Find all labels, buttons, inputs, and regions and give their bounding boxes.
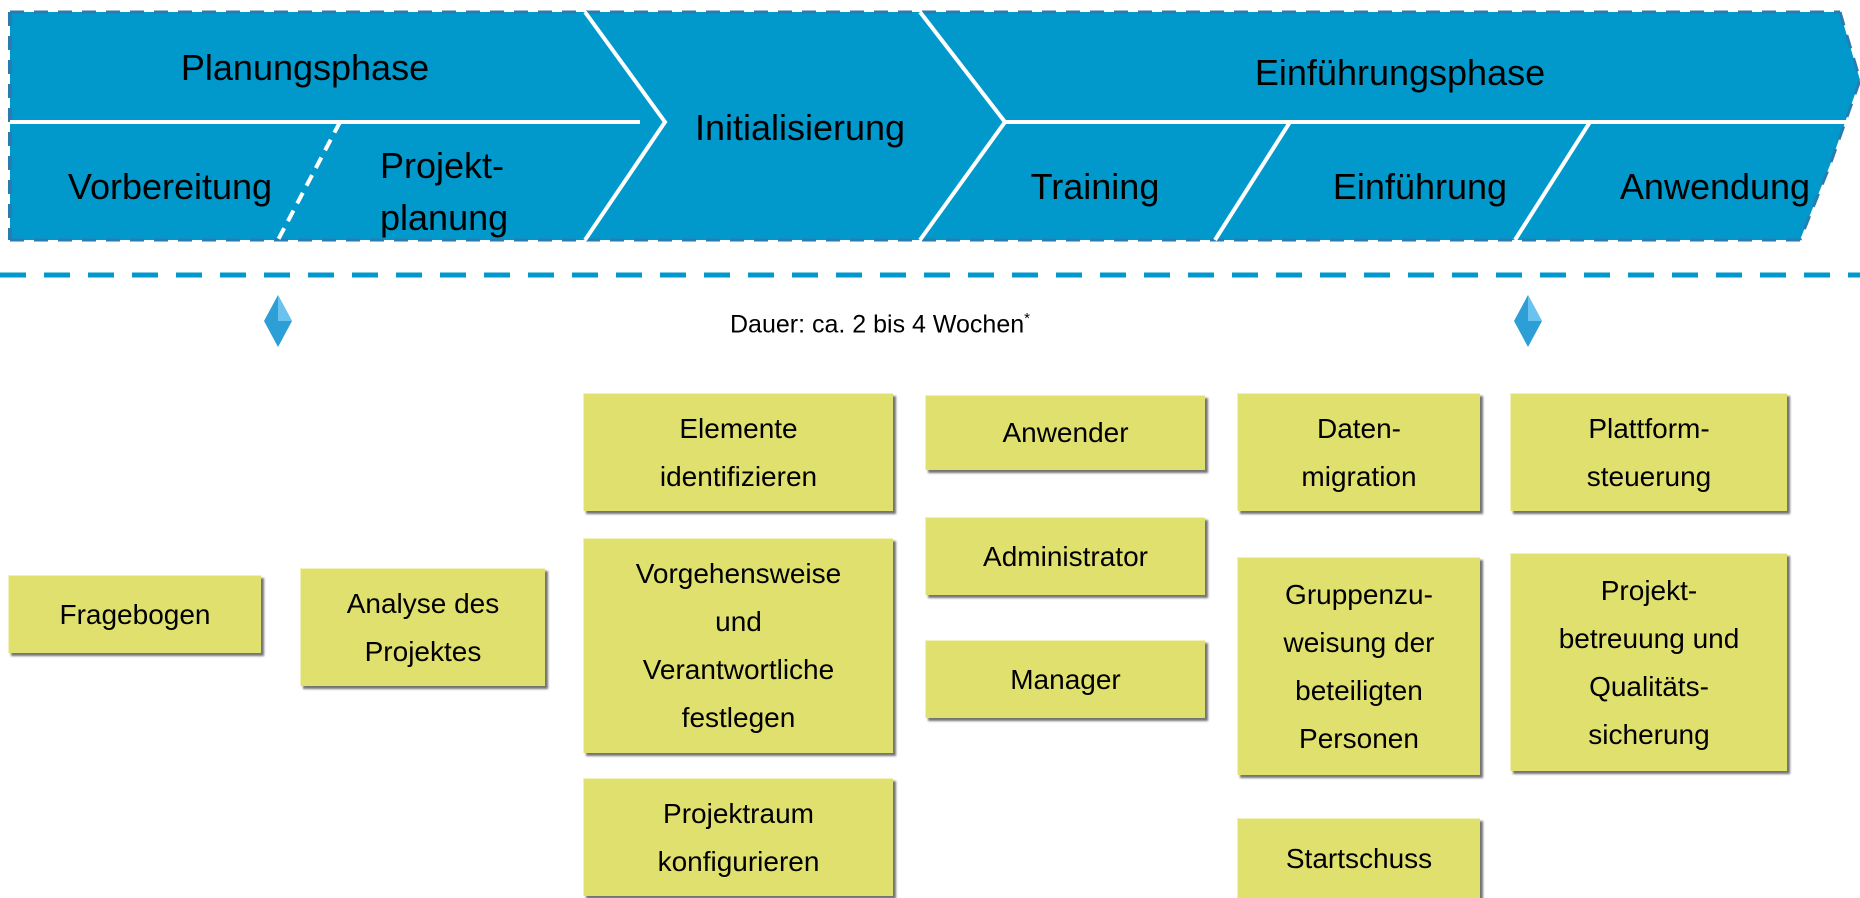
banner-tip-dashed-edge — [1798, 11, 1860, 241]
banner-background — [10, 12, 1860, 240]
task-gruppenzuweisung: Gruppenzu- weisung der beteiligten Perso… — [1237, 557, 1480, 775]
task-vorgehensweise: Vorgehensweise und Verantwortliche festl… — [583, 538, 893, 753]
phase-banner — [8, 10, 1860, 242]
subphase-training: Training — [1030, 166, 1160, 207]
task-plattformsteuerung: Plattform- steuerung — [1510, 393, 1787, 511]
chevron-initialisierung-einfuehrung — [918, 10, 1008, 242]
task-anwender: Anwender — [925, 395, 1205, 470]
slash-einfuehrung-anwendung — [1513, 120, 1592, 242]
task-administrator: Administrator — [925, 517, 1205, 595]
task-startschuss: Startschuss — [1237, 818, 1480, 898]
subphase-vorbereitung: Vorbereitung — [67, 166, 273, 207]
subphase-einfuehrung: Einführung — [1332, 166, 1508, 207]
slash-vorbereitung-projektplanung — [276, 121, 342, 241]
task-analyse-des-projektes: Analyse des Projektes — [300, 568, 545, 686]
task-projektraum-konfigurieren: Projektraum konfigurieren — [583, 778, 893, 896]
milestone-end-diamond-icon — [1514, 295, 1542, 347]
chevron-planung-initialisierung — [583, 10, 668, 242]
phase-einfuehrungsphase: Einführungsphase — [1254, 52, 1546, 93]
subphase-projektplanung: Projekt- planung — [380, 145, 509, 238]
task-fragebogen: Fragebogen — [8, 575, 261, 653]
slash-training-einfuehrung — [1213, 120, 1292, 242]
task-datenmigration: Daten- migration — [1237, 393, 1480, 511]
phase-initialisierung: Initialisierung — [694, 107, 906, 148]
milestone-start-diamond-icon — [264, 295, 292, 347]
subphase-anwendung: Anwendung — [1619, 166, 1811, 207]
duration-label: Dauer: ca. 2 bis 4 Wochen* — [730, 310, 1030, 339]
phase-planungsphase: Planungsphase — [180, 47, 430, 88]
task-projektbetreuung: Projekt- betreuung und Qualitäts- sicher… — [1510, 553, 1787, 771]
task-manager: Manager — [925, 640, 1205, 718]
task-elemente-identifizieren: Elemente identifizieren — [583, 393, 893, 511]
duration-footnote: * — [1024, 310, 1030, 327]
timeline-dashed-line — [0, 272, 1860, 278]
